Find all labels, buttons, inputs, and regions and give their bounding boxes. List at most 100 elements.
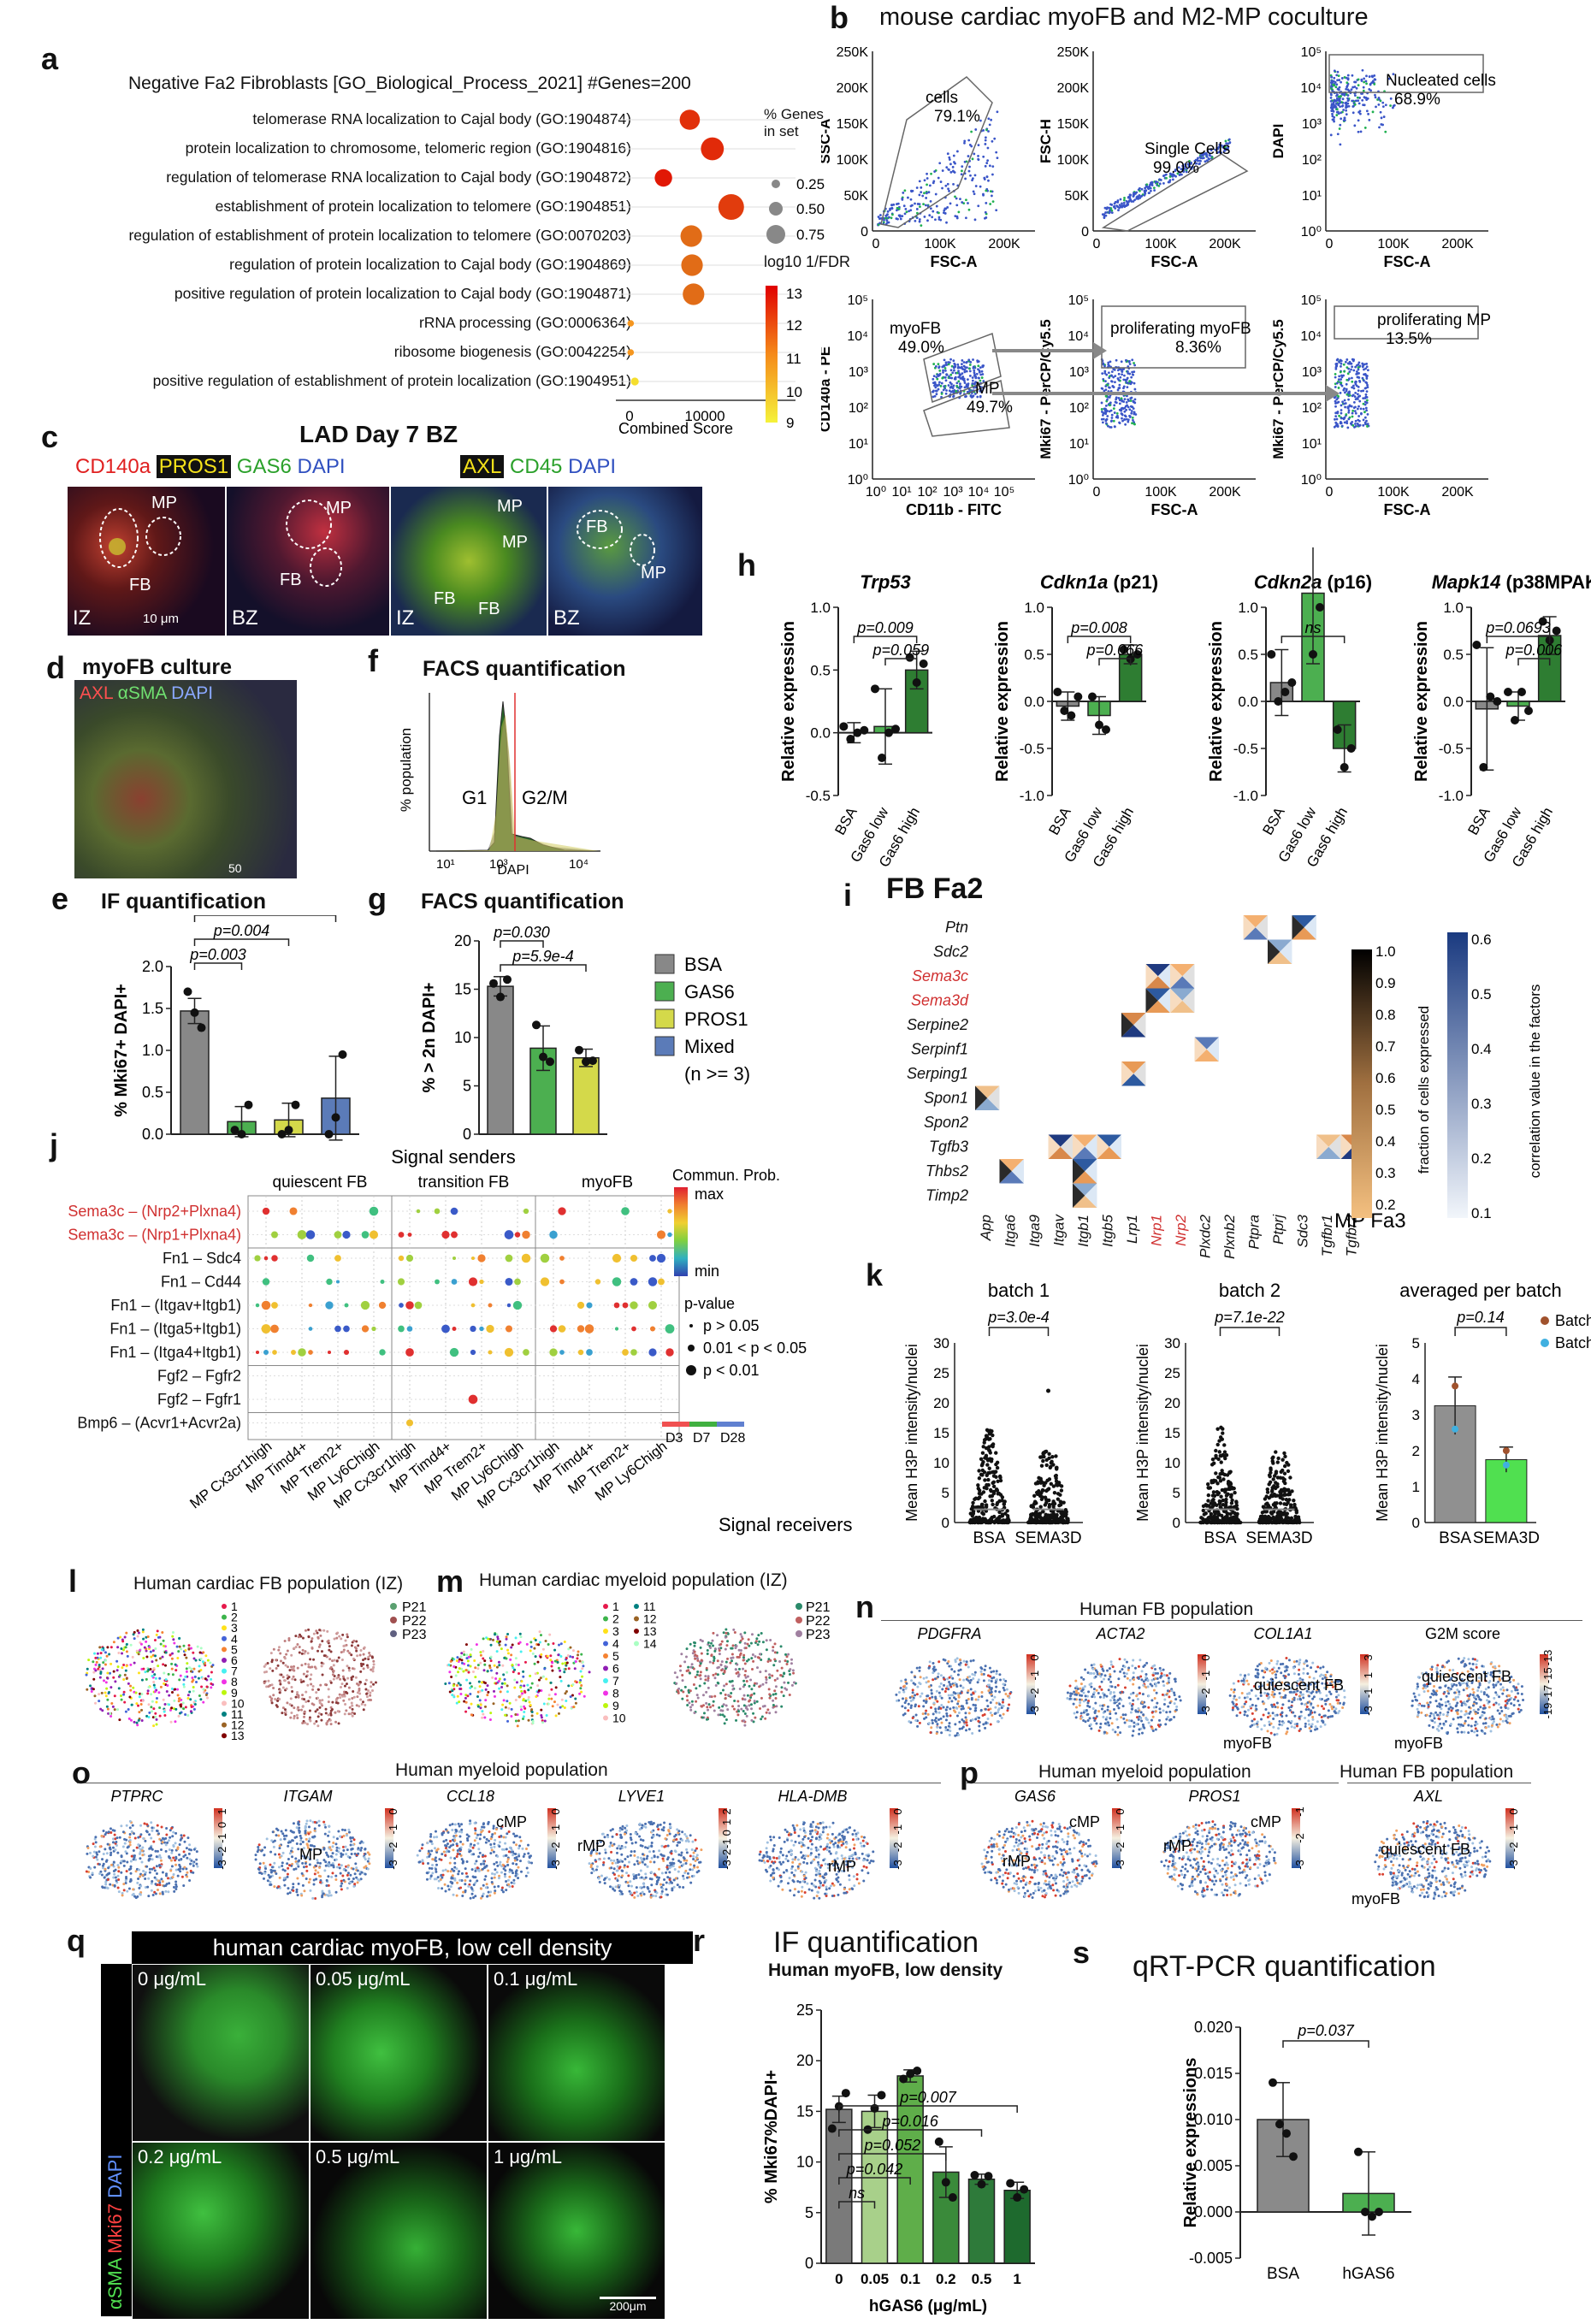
event-dot [1112,368,1115,370]
event-dot [1363,103,1366,107]
umap-cell [316,1715,320,1718]
umap-cell [479,1661,482,1665]
event-dot [923,179,926,182]
umap-cell [300,1664,304,1667]
umap-cell [293,1717,296,1720]
event-dot [1190,167,1193,170]
umap-cell [112,1641,115,1644]
event-dot [1329,133,1333,137]
event-dot [1120,360,1123,364]
umap-cell [494,1633,497,1636]
nuclei-point [1279,1516,1284,1521]
nuclei-point [1274,1471,1278,1475]
umap-cell [281,1712,284,1715]
nuclei-point [1288,1518,1292,1523]
umap-cell [293,1669,296,1672]
y-tick-label: -0.5 [1020,741,1044,757]
heatmap-triangle-bottom [1316,1146,1341,1159]
umap-cell [580,1690,583,1694]
cluster-legend-dot [603,1715,608,1721]
umap-cell [465,1678,469,1682]
cluster-legend-dot [603,1653,608,1659]
umap-cell [104,1659,108,1662]
umap-cell [569,1655,572,1659]
event-dot [1117,397,1121,399]
cluster-legend-label: 12 [231,1718,245,1732]
umap-cell [336,1710,340,1713]
heatmap-triangle-top [1097,1134,1121,1147]
umap-cell [512,1671,515,1674]
event-dot [957,376,961,379]
umap-cell [529,1645,533,1648]
event-dot [969,360,973,364]
event-dot [932,377,935,381]
umap-cell [155,1718,158,1721]
umap-cell [176,1657,180,1660]
umap-cell [117,1687,121,1690]
y-tick-label: -0.5 [1439,741,1464,757]
event-dot [904,208,908,210]
cluster-legend-label: 14 [643,1637,657,1651]
communication-dot [262,1207,270,1215]
event-dot [1216,147,1220,151]
umap-cell [578,1692,582,1695]
umap-cell [364,1688,368,1691]
umap-cell [289,1716,293,1719]
nuclei-point [1052,1490,1057,1495]
y-axis-label: Mean H3P intensity/nuclei [1134,1344,1151,1522]
event-dot [1119,198,1122,201]
communication-dot [559,1279,565,1285]
nuclei-point [1221,1431,1225,1435]
umap-cell [210,1686,213,1689]
umap-cell [751,1653,754,1656]
umap-cell [678,1665,682,1668]
event-dot [901,215,904,218]
umap-cell [370,1688,374,1692]
umap-cell [296,1642,299,1646]
panel-k-title: batch 1 [988,1280,1050,1301]
heatmap-triangle-top [1145,988,1170,1001]
umap-cell [301,1648,305,1652]
event-dot [1131,358,1134,362]
communication-dot [514,1278,521,1286]
umap-cell [362,1653,365,1656]
nuclei-point [1032,1512,1037,1517]
legend-cd45: CD45 [510,455,563,478]
umap-cell [109,1686,113,1689]
event-dot [1364,395,1368,399]
event-dot [1143,193,1146,197]
panel-letter-s: s [1073,1935,1091,1970]
umap-cell [275,1667,278,1671]
event-dot [935,393,938,396]
event-dot [985,189,988,192]
umap-cell [473,1659,476,1663]
umap-cell [206,1696,210,1700]
event-dot [1357,119,1360,122]
umap-cell [451,1657,454,1660]
umap-cell [100,1691,104,1694]
umap-cell [690,1700,694,1703]
nuclei-point [1217,1501,1222,1506]
umap-cell [479,1651,482,1654]
x-tick: 200K [1441,485,1474,500]
umap-cell [466,1659,470,1663]
event-dot [949,369,953,372]
event-dot [971,157,974,161]
panel-letter-o: o [72,1755,91,1790]
heatmap-triangle-top [1073,1183,1097,1196]
communication-dot [369,1206,379,1216]
umap-cell [370,1685,373,1688]
cluster-legend-dot [634,1616,639,1622]
umap-cell [449,1659,452,1663]
event-dot [1382,115,1386,118]
umap-cell [721,1705,725,1708]
umap-cell [116,1646,120,1649]
umap-cell [533,1647,536,1650]
nuclei-point [1209,1511,1214,1517]
event-dot [1335,417,1339,421]
event-dot [952,182,955,186]
row-gene-label: Spon2 [924,1114,968,1131]
event-dot [886,213,889,216]
event-dot [1109,409,1113,412]
y-tick: 20 [1164,1395,1180,1411]
